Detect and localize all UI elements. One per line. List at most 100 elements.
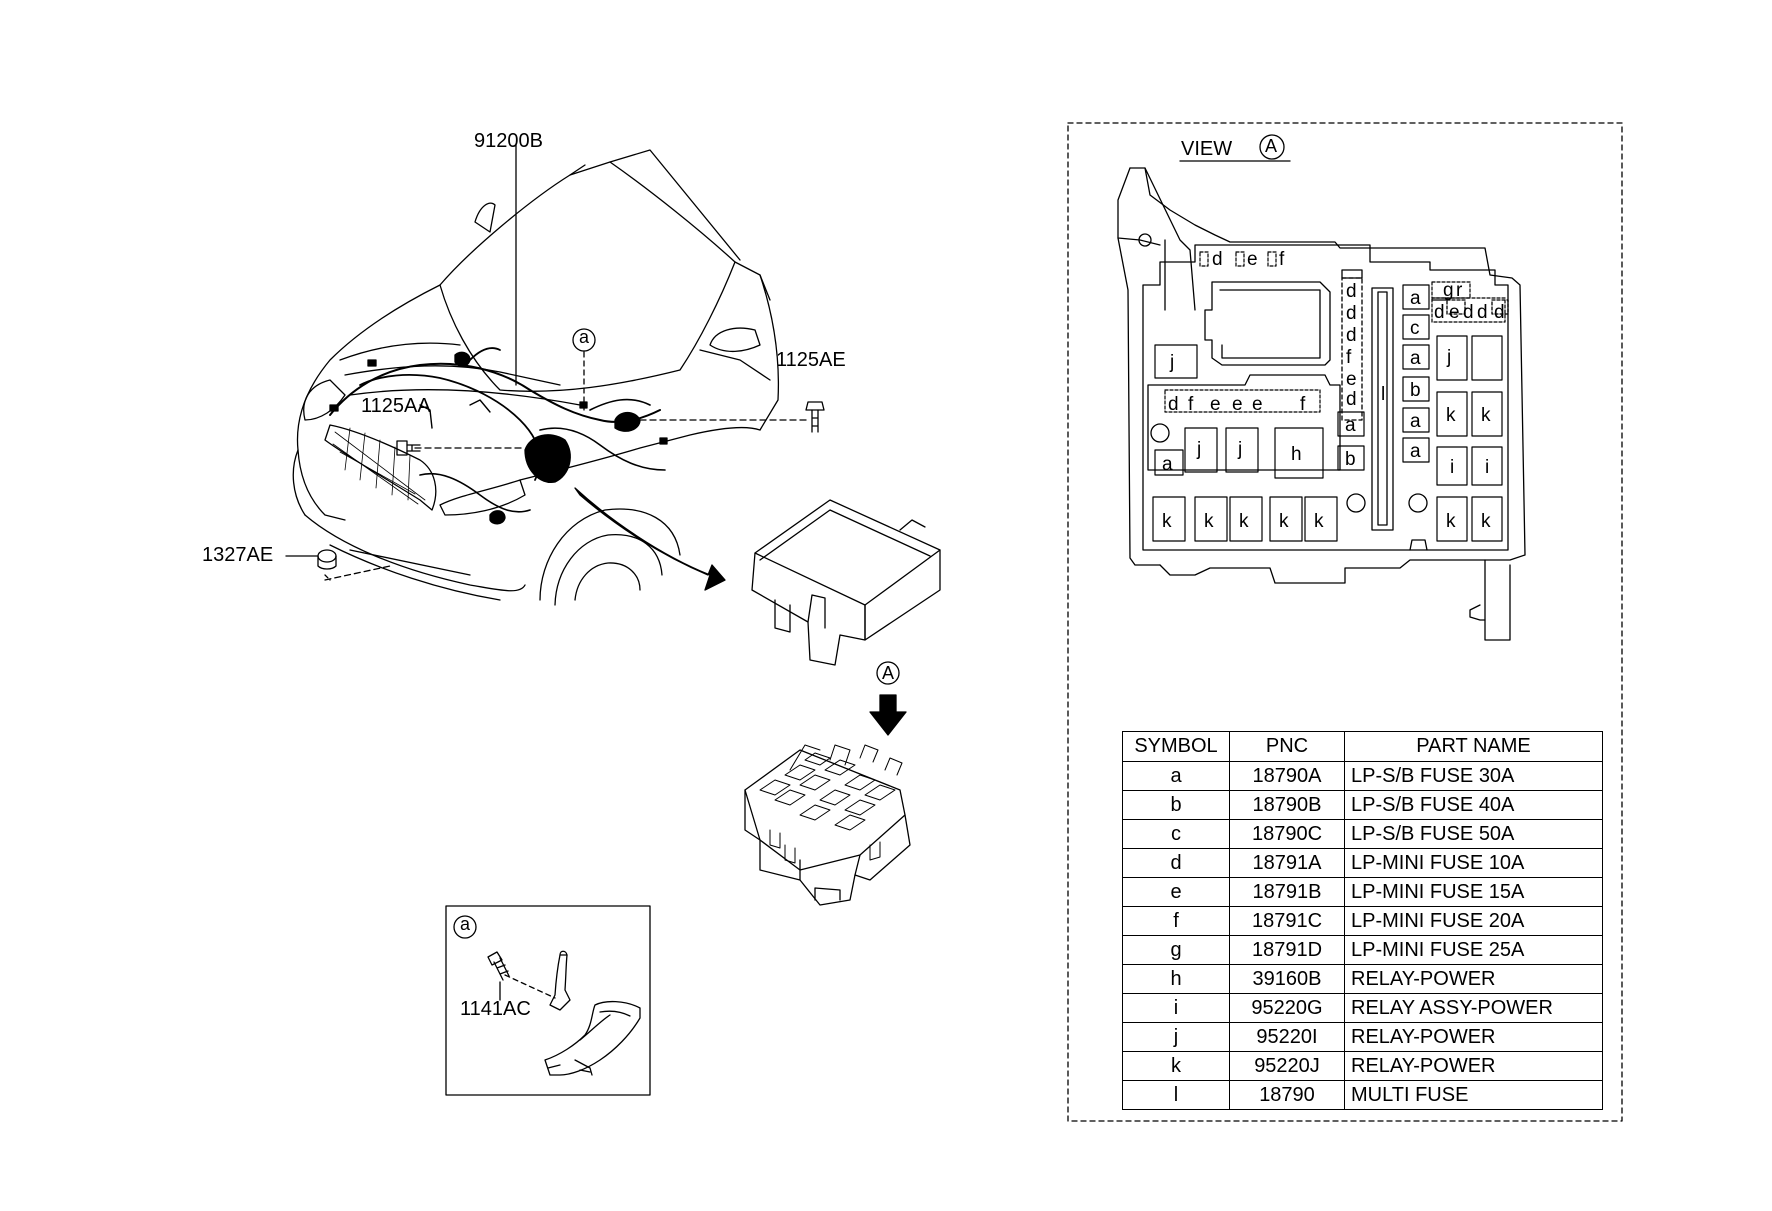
cell-pnc: 18790 — [1229, 1080, 1345, 1110]
fuse-letter: j — [1237, 439, 1242, 460]
fuse-letter: d — [1346, 303, 1357, 324]
cell-pnc: 18790A — [1229, 761, 1345, 791]
cell-part-name: LP-S/B FUSE 30A — [1344, 761, 1603, 791]
fuse-letter: k — [1481, 511, 1491, 532]
nut-1327ae-icon — [317, 549, 337, 570]
fuse-letter: k — [1446, 405, 1456, 426]
cell-symbol: h — [1122, 964, 1230, 994]
fuse-letter: g — [1443, 280, 1454, 301]
fuse-letter: a — [1345, 415, 1356, 436]
fuse-letter: a — [1162, 454, 1173, 475]
fuse-cells — [1152, 251, 1506, 542]
bolt-1125ae-icon — [805, 401, 825, 433]
cell-symbol: c — [1122, 819, 1230, 849]
cell-part-name: LP-MINI FUSE 15A — [1344, 877, 1603, 907]
fuse-letter: j — [1169, 352, 1174, 373]
fuse-box-top-view — [1117, 167, 1526, 641]
fuse-letter: a — [1410, 348, 1421, 369]
cell-symbol: a — [1122, 761, 1230, 791]
cell-pnc: 95220I — [1229, 1022, 1345, 1052]
car-illustration — [285, 144, 825, 606]
fuse-letter: d — [1477, 302, 1488, 323]
fuse-letter-group: d e f d f e e e f j a j j h k k k k k d … — [1162, 249, 1505, 532]
cell-part-name: MULTI FUSE — [1344, 1080, 1603, 1110]
bolt-1125aa-icon — [396, 440, 421, 456]
fuse-letter: k — [1162, 511, 1172, 532]
cell-symbol: e — [1122, 877, 1230, 907]
cell-pnc: 18791B — [1229, 877, 1345, 907]
fuse-letter: h — [1291, 444, 1302, 465]
fuse-letter: e — [1210, 394, 1221, 415]
label-1327ae: 1327AE — [202, 544, 274, 566]
cell-pnc: 39160B — [1229, 964, 1345, 994]
fuse-letter: a — [1410, 411, 1421, 432]
location-arrow — [574, 487, 726, 591]
table-header-row: SYMBOL PNC PART NAME — [1122, 731, 1603, 762]
fuse-letter: a — [1410, 441, 1421, 462]
fuse-letter: e — [1232, 394, 1243, 415]
cell-symbol: b — [1122, 790, 1230, 820]
fuse-letter: e — [1247, 249, 1258, 270]
fuse-letter: a — [1410, 288, 1421, 309]
fuse-letter: k — [1481, 405, 1491, 426]
header-symbol: SYMBOL — [1122, 731, 1230, 762]
label-1125ae: 1125AE — [776, 349, 846, 371]
fuse-letter: k — [1239, 511, 1249, 532]
cell-pnc: 18791C — [1229, 906, 1345, 936]
fuse-letter: e — [1346, 369, 1357, 390]
fuse-letter: f — [1279, 249, 1285, 270]
cell-part-name: LP-MINI FUSE 20A — [1344, 906, 1603, 936]
detail-a-label: a — [460, 914, 471, 934]
cell-part-name: LP-MINI FUSE 10A — [1344, 848, 1603, 878]
fuse-letter: c — [1410, 318, 1420, 339]
fuse-letter: r — [1456, 280, 1463, 301]
bolt-1141ac-icon — [487, 951, 510, 981]
fuse-letter: e — [1252, 394, 1263, 415]
cell-pnc: 95220G — [1229, 993, 1345, 1023]
fuse-letter: k — [1314, 511, 1324, 532]
fuse-box-cover — [751, 499, 941, 666]
fuse-letter: d — [1463, 302, 1474, 323]
fuse-letter: d — [1346, 325, 1357, 346]
fuse-letter: d — [1434, 302, 1445, 323]
header-part-name: PART NAME — [1344, 731, 1603, 762]
fuse-letter: d — [1346, 281, 1357, 302]
view-a-frame — [1067, 122, 1623, 1122]
detail-a-box — [445, 905, 651, 1096]
fuse-letter: b — [1345, 449, 1356, 470]
fuse-letter: k — [1279, 511, 1289, 532]
cell-pnc: 95220J — [1229, 1051, 1345, 1081]
view-title-marker: A — [1265, 136, 1278, 156]
fuse-letter: d — [1168, 394, 1179, 415]
label-1141ac: 1141AC — [460, 998, 531, 1020]
fuse-letter: i — [1450, 457, 1454, 478]
cell-symbol: d — [1122, 848, 1230, 878]
cell-part-name: LP-MINI FUSE 25A — [1344, 935, 1603, 965]
cell-part-name: LP-S/B FUSE 50A — [1344, 819, 1603, 849]
fuse-letter: k — [1446, 511, 1456, 532]
cell-symbol: f — [1122, 906, 1230, 936]
cell-pnc: 18790C — [1229, 819, 1345, 849]
fuse-letter: k — [1204, 511, 1214, 532]
fuse-letter: f — [1346, 347, 1352, 368]
cell-part-name: RELAY-POWER — [1344, 964, 1603, 994]
fuse-letter: d — [1212, 249, 1223, 270]
fuse-letter: l — [1381, 384, 1385, 405]
cell-pnc: 18791A — [1229, 848, 1345, 878]
fuse-letter: b — [1410, 380, 1421, 401]
cell-symbol: g — [1122, 935, 1230, 965]
fuse-letter: j — [1196, 439, 1201, 460]
cell-part-name: RELAY ASSY-POWER — [1344, 993, 1603, 1023]
fuse-box-open — [744, 744, 911, 906]
label-1125aa: 1125AA — [361, 395, 431, 417]
